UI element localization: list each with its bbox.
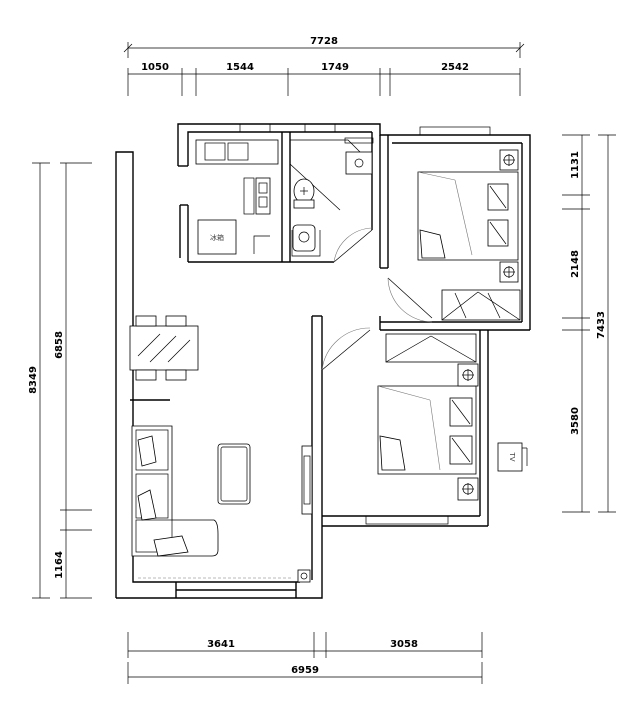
kitchen: 冰箱 [195, 139, 279, 255]
fridge [197, 219, 237, 255]
dim-top-seg-1: 1050 [141, 62, 169, 73]
dim-top-seg-3: 1749 [321, 62, 349, 73]
ac-unit [497, 442, 523, 472]
dim-right-total: 7433 [596, 311, 607, 339]
top-dimensions: 7728 1050 1544 1749 2542 [123, 36, 525, 96]
dim-top-total: 7728 [310, 36, 338, 47]
dim-right-seg-3: 3580 [570, 407, 581, 435]
bedroom-1 [417, 149, 521, 321]
living-room [129, 315, 313, 583]
dim-right-seg-2: 2148 [570, 250, 581, 278]
left-dimensions: 8349 6858 1164 [28, 162, 92, 599]
dim-bottom-seg-1: 3641 [207, 639, 235, 650]
coffee-table [217, 443, 251, 505]
dim-bottom-seg-2: 3058 [390, 639, 418, 650]
tv-label: TV [508, 451, 516, 461]
dim-left-lower: 1164 [54, 551, 65, 579]
dim-top-seg-2: 1544 [226, 62, 254, 73]
bottom-dimensions: 3641 3058 6959 [127, 632, 483, 684]
dim-top-seg-4: 2542 [441, 62, 469, 73]
dim-bottom-total: 6959 [291, 665, 319, 676]
doors [321, 227, 433, 371]
tv-cabinet [301, 445, 313, 515]
dim-left-upper: 6858 [54, 331, 65, 359]
dim-left-total: 8349 [28, 366, 39, 394]
walls [115, 123, 531, 599]
fridge-label: 冰箱 [210, 233, 224, 242]
dim-right-seg-1: 1131 [570, 151, 581, 179]
bedroom-2: TV [377, 333, 528, 501]
bathroom [289, 137, 374, 257]
right-dimensions: 7433 1131 2148 3580 [562, 134, 616, 513]
